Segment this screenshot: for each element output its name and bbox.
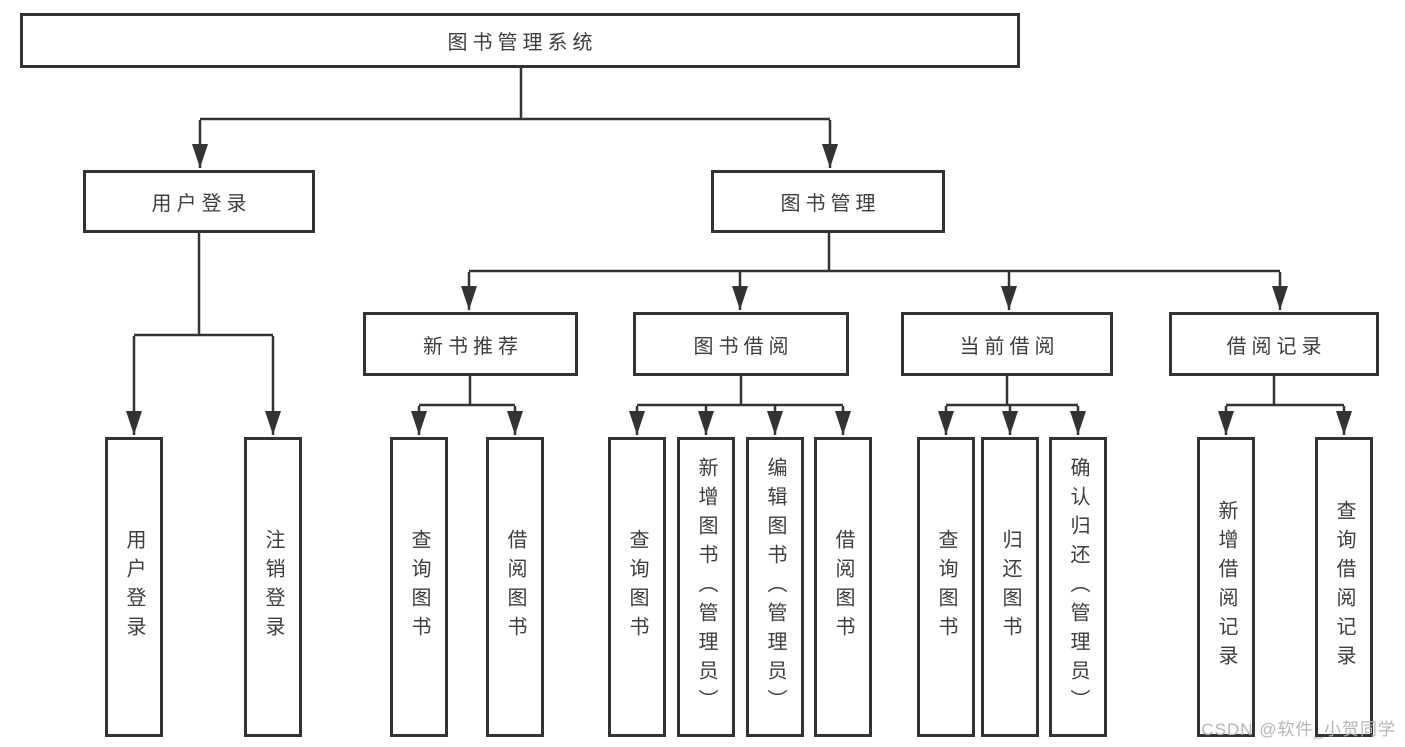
leaf-bb-add-books-admin-label: 新增图书（管理员）: [695, 456, 717, 718]
leaf-bb-add-books-admin: 新增图书（管理员）: [677, 437, 735, 737]
leaf-bb-query-books: 查询图书: [608, 437, 666, 737]
node-current-borrow: 当前借阅: [901, 312, 1113, 376]
leaf-cb-confirm-return-admin: 确认归还（管理员）: [1049, 437, 1107, 737]
node-borrow-records: 借阅记录: [1169, 312, 1379, 376]
leaf-nbr-query-books-label: 查询图书: [408, 529, 430, 645]
leaf-logout: 注销登录: [244, 437, 302, 737]
leaf-cb-return-books: 归还图书: [981, 437, 1039, 737]
leaf-bb-edit-books-admin: 编辑图书（管理员）: [746, 437, 804, 737]
leaf-nbr-query-books: 查询图书: [390, 437, 448, 737]
leaf-logout-label: 注销登录: [262, 529, 284, 645]
node-borrow-records-label: 借阅记录: [1226, 335, 1327, 358]
leaf-br-add-record: 新增借阅记录: [1197, 437, 1255, 737]
node-root-label: 图书管理系统: [447, 32, 598, 54]
leaf-bb-borrow-books: 借阅图书: [814, 437, 872, 737]
leaf-user-login-label: 用户登录: [123, 529, 145, 645]
leaf-cb-return-books-label: 归还图书: [999, 529, 1021, 645]
node-new-book-recommend: 新书推荐: [363, 312, 578, 376]
node-book-borrow: 图书借阅: [633, 312, 849, 376]
node-user-login-label: 用户登录: [151, 193, 252, 215]
leaf-cb-confirm-return-admin-label: 确认归还（管理员）: [1067, 456, 1089, 718]
leaf-br-query-record-label: 查询借阅记录: [1333, 500, 1355, 674]
node-current-borrow-label: 当前借阅: [959, 335, 1060, 358]
node-book-management-label: 图书管理: [780, 193, 881, 215]
leaf-bb-edit-books-admin-label: 编辑图书（管理员）: [764, 456, 786, 718]
leaf-user-login: 用户登录: [105, 437, 163, 737]
leaf-bb-borrow-books-label: 借阅图书: [832, 529, 854, 645]
leaf-nbr-borrow-books: 借阅图书: [486, 437, 544, 737]
leaf-br-query-record: 查询借阅记录: [1315, 437, 1373, 737]
leaf-br-add-record-label: 新增借阅记录: [1215, 500, 1237, 674]
node-new-book-recommend-label: 新书推荐: [423, 335, 523, 358]
leaf-cb-query-books: 查询图书: [917, 437, 975, 737]
node-book-borrow-label: 图书借阅: [693, 335, 794, 358]
leaf-nbr-borrow-books-label: 借阅图书: [504, 529, 526, 645]
csdn-watermark: CSDN @软件_小贺同学: [1201, 720, 1396, 739]
node-root: 图书管理系统: [20, 13, 1020, 68]
node-book-management: 图书管理: [711, 170, 945, 233]
node-user-login: 用户登录: [83, 170, 315, 233]
leaf-bb-query-books-label: 查询图书: [626, 529, 648, 645]
leaf-cb-query-books-label: 查询图书: [935, 529, 957, 645]
